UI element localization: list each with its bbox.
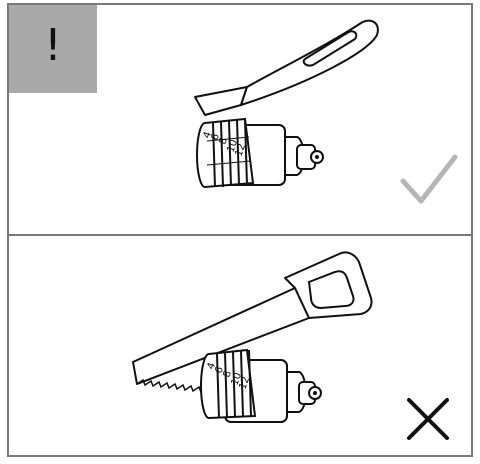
dial-number: 4: [201, 130, 214, 140]
panel-saw-forbidden: 4 6 8 10 12: [9, 236, 471, 464]
dial-number: 6: [209, 132, 222, 142]
cross-icon: [407, 398, 449, 440]
warning-badge: !: [9, 5, 97, 93]
dial-number: 8: [217, 136, 230, 146]
knife-icon: [194, 19, 379, 116]
combination-lock-icon: 4 6 8 10 12: [196, 117, 324, 188]
combination-lock-icon: 4 6 8 10 12: [200, 348, 322, 423]
dial-number: 12: [237, 375, 252, 391]
dial-number: 4: [205, 361, 218, 371]
dial-number: 10: [225, 138, 240, 154]
knife-illustration: 4 6 8 10 12: [194, 19, 458, 204]
check-icon: [400, 154, 458, 204]
dial-number: 12: [233, 142, 248, 158]
saw-illustration: 4 6 8 10 12: [132, 251, 449, 440]
warning-exclamation-icon: !: [44, 20, 62, 71]
instruction-frame: ! 4: [7, 3, 473, 457]
saw-icon: [132, 251, 373, 395]
dial-number: 10: [229, 371, 244, 387]
dial-number: 6: [213, 365, 226, 375]
panel-divider: [9, 234, 471, 236]
dial-number: 8: [221, 369, 234, 379]
panel-knife-allowed: 4 6 8 10 12: [9, 5, 471, 233]
